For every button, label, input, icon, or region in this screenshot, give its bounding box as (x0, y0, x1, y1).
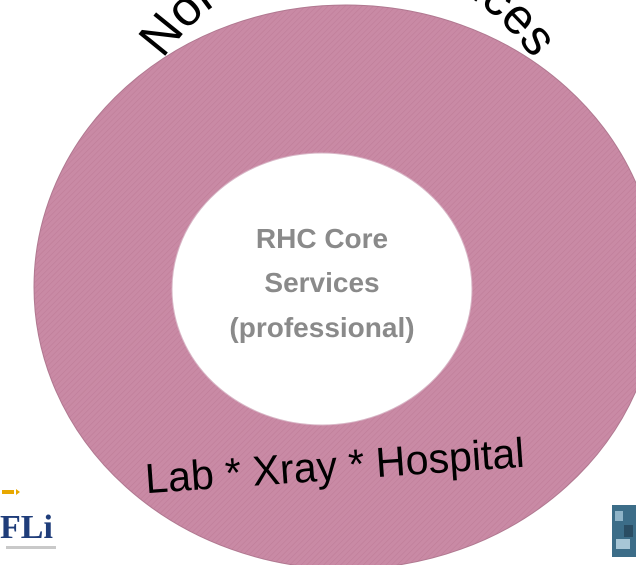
company-logo: FLi (0, 484, 70, 565)
image-icon-mark (612, 505, 636, 557)
company-logo-mark: FLi (0, 489, 56, 549)
company-logo-text: FLi (0, 509, 53, 546)
image-icon (612, 505, 636, 557)
core-label-line2: Services (264, 267, 379, 298)
core-label-line3: (professional) (229, 312, 414, 343)
core-label-line1: RHC Core (256, 223, 388, 254)
core-circle (171, 152, 473, 426)
